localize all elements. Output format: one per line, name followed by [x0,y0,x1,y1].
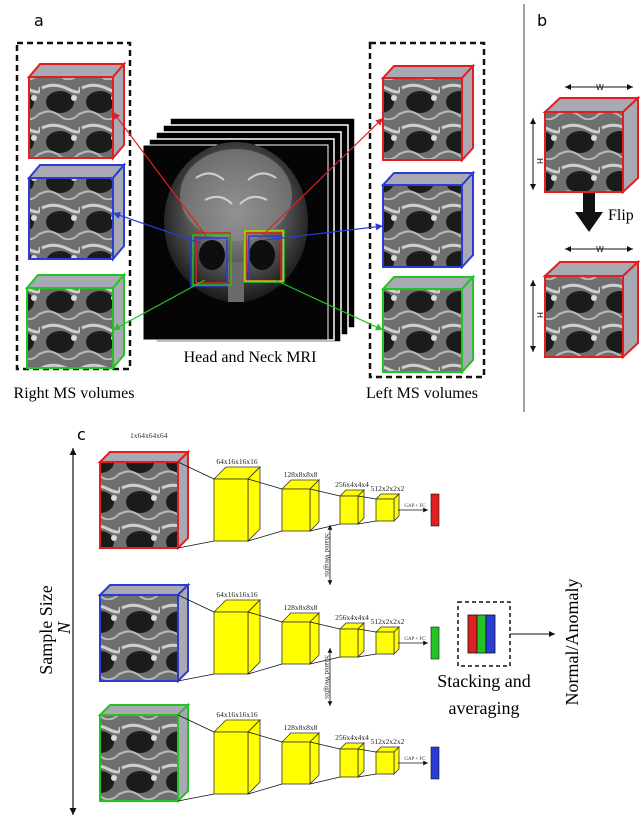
panel-c: Sample Size N 1x64x64x64 64x16x16x16 128x… [36,431,582,815]
layer-dims-label-2-blue: 128x8x8x8 [284,603,318,612]
input-dims-label: 1x64x64x64 [130,431,168,440]
right-ms-volume-red [26,61,127,161]
right-ms-volume-green [24,272,127,371]
conv-layer-1-green [213,719,261,795]
gap-fc-label-blue: GAP + FC [404,637,426,642]
stacked-green-feature [476,614,487,654]
conv-layer-2-red [281,479,320,532]
stacked-blue-feature [485,614,496,654]
conv-layer-3-green [339,742,365,778]
original-volume-cube [542,95,640,195]
panel-label-c: c [77,425,86,444]
input-volume-green [97,702,191,804]
layer-dims-label-3-blue: 256x4x4x4 [335,613,369,622]
output-label: Normal/Anomaly [562,579,582,706]
panel-a: Head and Neck MRI Right MS volumes Left … [14,41,486,402]
right-ms-volume-blue [26,162,127,262]
conv-layer-4-red [375,493,400,522]
gap-fc-label-green: GAP + FC [404,757,426,762]
flipped-volume-cube [542,259,640,360]
roi-right-blue [190,237,228,287]
roi-right-red [195,232,231,284]
left-ms-volume-blue [380,170,476,270]
input-volume-red [97,449,191,551]
left-ms-label: Left MS volumes [366,385,478,402]
conv-layer-1-blue [213,599,261,675]
input-volume-blue [97,582,191,684]
layer-dims-label-1-blue: 64x16x16x16 [216,590,258,599]
width-label-bottom: W [596,245,604,254]
output-vector-green [430,746,440,780]
roi-left-green [243,229,285,283]
layer-dims-label-4-green: 512x2x2x2 [371,737,405,746]
sample-size-label: Sample Size [36,585,56,674]
layer-dims-label-2-red: 128x8x8x8 [284,470,318,479]
shared-weights-label-2: Shared Weights [323,655,331,699]
output-vector-red [430,493,440,527]
width-label-top: W [596,83,604,92]
left-ms-volume-red [380,63,476,163]
layer-dims-label-1-green: 64x16x16x16 [216,710,258,719]
layer-dims-label-3-red: 256x4x4x4 [335,480,369,489]
layer-dims-label-1-red: 64x16x16x16 [216,457,258,466]
mri-slice-stack [142,117,356,343]
stacked-red-feature [467,614,478,654]
conv-layer-4-green [375,746,400,775]
roi-right-green [192,234,232,286]
layer-dims-label-2-green: 128x8x8x8 [284,723,318,732]
sample-size-symbol: N [54,621,74,635]
panel-label-b: b [537,11,547,30]
height-label-top: H [535,158,544,164]
output-vector-blue [430,626,440,660]
left-ms-dashed-box [368,41,486,379]
conv-layer-2-green [281,732,320,785]
shared-weights-label-1: Shared Weights [323,533,331,577]
layer-dims-label-4-red: 512x2x2x2 [371,484,405,493]
left-ms-volume-green [380,274,476,375]
right-ms-label: Right MS volumes [14,385,135,402]
stacking-label-line1: Stacking and [437,671,530,691]
panel-b: W H Flip W H [530,83,640,360]
gap-fc-label-red: GAP + FC [404,504,426,509]
flip-label: Flip [608,207,634,224]
panel-label-a: a [34,11,44,30]
layer-dims-label-4-blue: 512x2x2x2 [371,617,405,626]
conv-layer-3-red [339,489,365,525]
layer-dims-label-3-green: 256x4x4x4 [335,733,369,742]
conv-layer-2-blue [281,612,320,665]
conv-layer-1-red [213,466,261,542]
conv-layer-4-blue [375,626,400,655]
conv-layer-3-blue [339,622,365,658]
flip-arrow-icon [575,193,603,232]
stacking-label-line2: averaging [449,698,520,718]
mri-label: Head and Neck MRI [184,349,317,366]
height-label-bottom: H [535,312,544,318]
